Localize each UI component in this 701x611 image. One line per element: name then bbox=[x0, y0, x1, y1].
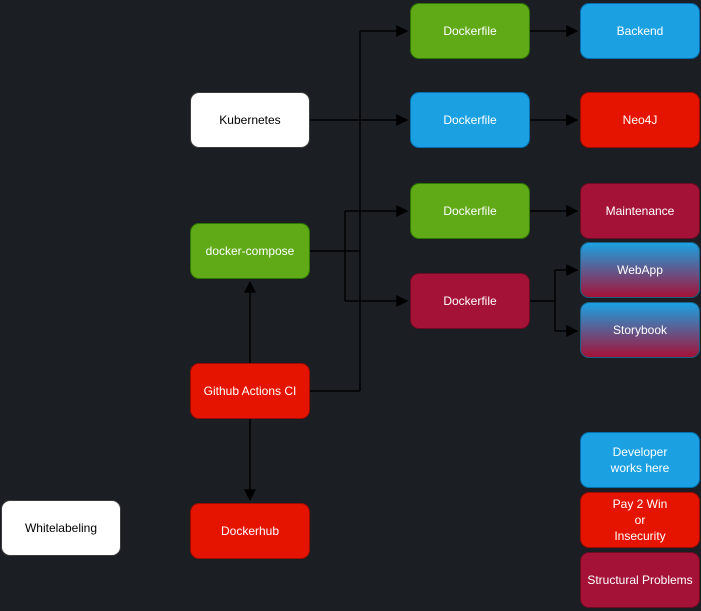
node-backend-label: Backend bbox=[616, 23, 664, 38]
node-dockerfile-maintenance-label: Dockerfile bbox=[443, 203, 497, 218]
node-docker-compose-label: docker-compose bbox=[205, 243, 295, 258]
node-github-actions-ci[interactable]: Github Actions CI bbox=[190, 363, 310, 419]
node-dockerfile-backend-label: Dockerfile bbox=[443, 23, 497, 38]
node-dockerfile-neo4j-label: Dockerfile bbox=[443, 112, 497, 127]
legend-pay-2-win-or-insecurity-label: Pay 2 Win or Insecurity bbox=[612, 496, 668, 544]
node-maintenance[interactable]: Maintenance bbox=[580, 183, 700, 239]
node-dockerfile-neo4j[interactable]: Dockerfile bbox=[410, 92, 530, 148]
legend-developer-works-here-label: Developer works here bbox=[610, 444, 670, 475]
node-webapp[interactable]: WebApp bbox=[580, 242, 700, 298]
node-dockerfile-webapp[interactable]: Dockerfile bbox=[410, 273, 530, 329]
node-neo4j-label: Neo4J bbox=[622, 112, 658, 127]
node-github-actions-ci-label: Github Actions CI bbox=[203, 383, 297, 398]
node-dockerfile-maintenance[interactable]: Dockerfile bbox=[410, 183, 530, 239]
legend-structural-problems-label: Structural Problems bbox=[587, 572, 693, 587]
node-storybook[interactable]: Storybook bbox=[580, 302, 700, 358]
node-kubernetes-label: Kubernetes bbox=[219, 112, 281, 127]
node-dockerfile-webapp-label: Dockerfile bbox=[443, 293, 497, 308]
node-storybook-label: Storybook bbox=[612, 322, 668, 337]
node-neo4j[interactable]: Neo4J bbox=[580, 92, 700, 148]
node-whitelabeling[interactable]: Whitelabeling bbox=[1, 500, 121, 556]
node-docker-compose[interactable]: docker-compose bbox=[190, 223, 310, 279]
node-kubernetes[interactable]: Kubernetes bbox=[190, 92, 310, 148]
node-whitelabeling-label: Whitelabeling bbox=[24, 520, 98, 535]
node-dockerhub[interactable]: Dockerhub bbox=[190, 503, 310, 559]
node-webapp-label: WebApp bbox=[617, 262, 663, 277]
legend-developer-works-here[interactable]: Developer works here bbox=[580, 432, 700, 488]
legend-pay-2-win-or-insecurity[interactable]: Pay 2 Win or Insecurity bbox=[580, 492, 700, 548]
node-maintenance-label: Maintenance bbox=[605, 203, 675, 218]
node-dockerfile-backend[interactable]: Dockerfile bbox=[410, 3, 530, 59]
node-backend[interactable]: Backend bbox=[580, 3, 700, 59]
legend-structural-problems[interactable]: Structural Problems bbox=[580, 552, 700, 608]
node-dockerhub-label: Dockerhub bbox=[220, 523, 280, 538]
